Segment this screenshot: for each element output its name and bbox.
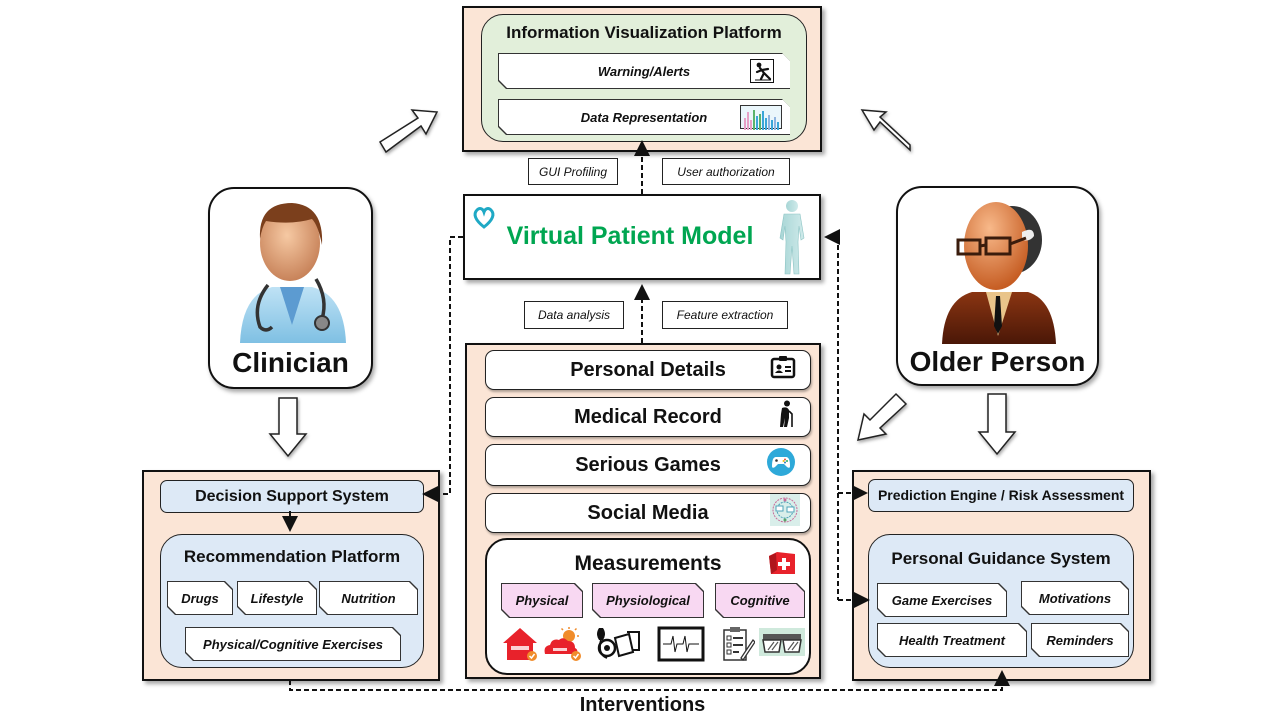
outdoor-weather-icon xyxy=(541,626,583,667)
warning-alerts-item[interactable]: Warning/Alerts xyxy=(498,53,790,89)
motivations-item[interactable]: Motivations xyxy=(1021,581,1129,615)
game-exercises-label: Game Exercises xyxy=(891,592,993,608)
health-treatment-label: Health Treatment xyxy=(899,632,1005,648)
social-media-item[interactable]: Social Media xyxy=(485,493,811,533)
health-treatment-item[interactable]: Health Treatment xyxy=(877,623,1027,657)
serious-games-item[interactable]: Serious Games xyxy=(485,444,811,486)
user-authorization-label: User authorization xyxy=(662,158,790,185)
category-cognitive[interactable]: Cognitive xyxy=(715,583,805,618)
ecg-monitor-icon xyxy=(657,626,705,667)
physical-label: Physical xyxy=(515,593,569,608)
elderly-man-avatar-icon xyxy=(936,196,1066,351)
measurements-panel[interactable]: Measurements Physical Physiological Cogn… xyxy=(485,538,811,675)
recommendation-platform: Recommendation Platform Drugs Lifestyle … xyxy=(160,534,424,668)
clinician-actor[interactable]: Clinician xyxy=(208,187,373,389)
personal-guidance-system: Personal Guidance System Game Exercises … xyxy=(868,534,1134,668)
motivations-label: Motivations xyxy=(1038,590,1112,606)
cognitive-label: Cognitive xyxy=(730,593,790,608)
medical-folder-icon xyxy=(767,550,797,581)
gamepad-icon xyxy=(766,447,796,483)
doctor-avatar-icon xyxy=(232,195,352,350)
medical-record-label: Medical Record xyxy=(574,405,722,428)
info-visualization-container: Information Visualization Platform Warni… xyxy=(462,6,822,152)
social-media-label: Social Media xyxy=(587,501,709,524)
info-visualization-platform: Information Visualization Platform Warni… xyxy=(481,14,807,142)
bar-chart-icon xyxy=(740,105,782,129)
guidance-title: Personal Guidance System xyxy=(891,549,1111,568)
block-arrow-older-to-info xyxy=(860,109,911,152)
medical-record-item[interactable]: Medical Record xyxy=(485,397,811,437)
lifestyle-item[interactable]: Lifestyle xyxy=(237,581,317,615)
indoor-house-icon xyxy=(501,626,539,667)
data-analysis-label: Data analysis xyxy=(524,301,624,329)
prediction-engine[interactable]: Prediction Engine / Risk Assessment xyxy=(868,479,1134,512)
heart-logo-icon xyxy=(471,204,497,235)
block-arrow-clinician-down xyxy=(268,397,308,458)
decision-support-system[interactable]: Decision Support System xyxy=(160,480,424,513)
game-exercises-item[interactable]: Game Exercises xyxy=(877,583,1007,617)
block-arrow-clinician-to-info xyxy=(378,109,439,154)
falling-person-icon xyxy=(750,59,774,83)
personal-details-label: Personal Details xyxy=(570,358,726,381)
block-arrow-older-to-center xyxy=(857,392,908,441)
data-representation-label: Data Representation xyxy=(580,109,708,125)
feature-extraction-label: Feature extraction xyxy=(662,301,788,329)
recommendation-title: Recommendation Platform xyxy=(183,547,401,566)
block-arrow-older-down xyxy=(977,393,1017,456)
data-sources-panel: Personal Details Medical Record Serious … xyxy=(465,343,821,679)
human-body-icon xyxy=(775,198,809,283)
gui-profiling-label: GUI Profiling xyxy=(528,158,618,185)
clinician-support-panel: Decision Support System Recommendation P… xyxy=(142,470,440,681)
physical-cognitive-exercises-label: Physical/Cognitive Exercises xyxy=(203,636,383,652)
clinician-label: Clinician xyxy=(232,347,349,378)
questionnaire-icon xyxy=(721,626,756,667)
serious-games-label: Serious Games xyxy=(575,453,721,476)
id-card-icon xyxy=(770,355,796,385)
elderly-cane-icon xyxy=(776,400,796,434)
info-platform-title: Information Visualization Platform xyxy=(506,23,782,42)
reminders-label: Reminders xyxy=(1046,632,1114,648)
drugs-label: Drugs xyxy=(181,590,219,606)
measurements-title: Measurements xyxy=(574,552,722,575)
physiological-label: Physiological xyxy=(606,593,690,608)
nutrition-item[interactable]: Nutrition xyxy=(319,581,418,615)
virtual-patient-model[interactable]: Virtual Patient Model xyxy=(463,194,821,280)
physical-cognitive-exercises-item[interactable]: Physical/Cognitive Exercises xyxy=(185,627,401,661)
warning-alerts-label: Warning/Alerts xyxy=(597,63,691,79)
older-person-label: Older Person xyxy=(909,346,1086,377)
drugs-item[interactable]: Drugs xyxy=(167,581,233,615)
virtual-patient-title: Virtual Patient Model xyxy=(506,222,754,250)
nutrition-label: Nutrition xyxy=(341,590,396,606)
category-physical[interactable]: Physical xyxy=(501,583,583,618)
vr-glasses-icon xyxy=(759,628,805,661)
category-physiological[interactable]: Physiological xyxy=(592,583,704,618)
lifestyle-label: Lifestyle xyxy=(250,590,304,606)
older-person-support-panel: Prediction Engine / Risk Assessment Pers… xyxy=(852,470,1151,681)
interventions-label: Interventions xyxy=(579,694,706,716)
social-network-icon xyxy=(770,494,800,532)
older-person-actor[interactable]: Older Person xyxy=(896,186,1099,386)
blood-pressure-icon xyxy=(593,624,643,669)
data-representation-item[interactable]: Data Representation xyxy=(498,99,790,135)
connector-vpm-to-decision xyxy=(422,236,463,502)
personal-details-item[interactable]: Personal Details xyxy=(485,350,811,390)
reminders-item[interactable]: Reminders xyxy=(1031,623,1129,657)
